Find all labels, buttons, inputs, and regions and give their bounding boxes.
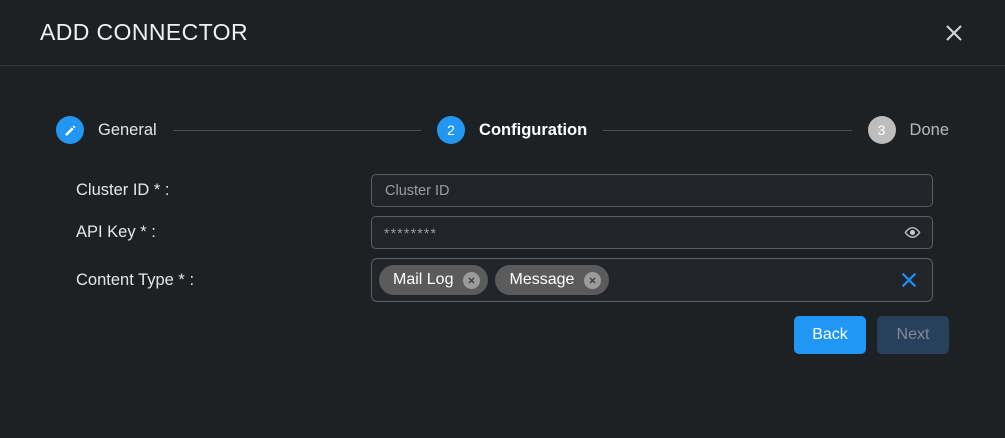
stepper-step-general[interactable]: General (56, 116, 157, 144)
step-circle-general (56, 116, 84, 144)
dialog-actions: Back Next (0, 316, 1005, 354)
chip-remove-icon[interactable] (463, 271, 481, 289)
chip-mail-log[interactable]: Mail Log (379, 265, 489, 295)
label-cluster-id: Cluster ID * : (76, 181, 170, 199)
chip-label: Mail Log (393, 271, 454, 288)
step-label-configuration: Configuration (479, 120, 588, 139)
control-content-type: Mail Log Message (371, 258, 933, 302)
close-icon-glyph (946, 24, 962, 41)
stepper-connector-1 (172, 129, 422, 131)
form-row-content-type: Content Type * : Mail Log Message (76, 258, 933, 302)
control-api-key: ******** (371, 216, 933, 249)
chip-message[interactable]: Message (495, 265, 610, 295)
label-api-key: API Key * : (76, 223, 156, 241)
chip-remove-icon[interactable] (584, 271, 602, 289)
close-icon[interactable] (939, 18, 969, 48)
next-button: Next (877, 316, 949, 354)
configuration-form: Cluster ID * : API Key * : ******** Cont… (0, 174, 1005, 302)
chip-remove-icon-glyph (589, 277, 596, 283)
page-title: ADD CONNECTOR (40, 19, 248, 45)
stepper-step-configuration[interactable]: 2 Configuration (437, 116, 587, 144)
chip-remove-icon-glyph (469, 277, 475, 283)
pencil-icon (65, 125, 75, 135)
dialog-body: General 2 Configuration 3 Done Cluster I… (0, 116, 1005, 354)
cluster-id-input[interactable] (371, 174, 933, 207)
back-button[interactable]: Back (794, 316, 866, 354)
clear-all-icon[interactable] (898, 269, 920, 291)
clear-all-icon-glyph (901, 272, 917, 288)
stepper: General 2 Configuration 3 Done (56, 116, 949, 144)
api-key-input[interactable] (371, 216, 933, 249)
form-row-cluster-id: Cluster ID * : (76, 174, 933, 207)
step-circle-configuration: 2 (437, 116, 466, 144)
eye-icon-glyph (904, 227, 920, 238)
stepper-connector-2 (603, 129, 852, 131)
dialog-header: ADD CONNECTOR (0, 0, 1005, 66)
chip-label: Message (509, 271, 575, 288)
eye-icon[interactable] (902, 223, 922, 243)
step-label-done: Done (909, 120, 949, 139)
content-type-multiselect[interactable]: Mail Log Message (371, 258, 933, 302)
step-circle-done: 3 (867, 116, 896, 144)
stepper-step-done[interactable]: 3 Done (867, 116, 949, 144)
control-cluster-id (371, 174, 933, 207)
form-row-api-key: API Key * : ******** (76, 216, 933, 249)
label-content-type: Content Type * : (76, 270, 195, 289)
step-label-general: General (98, 120, 157, 139)
